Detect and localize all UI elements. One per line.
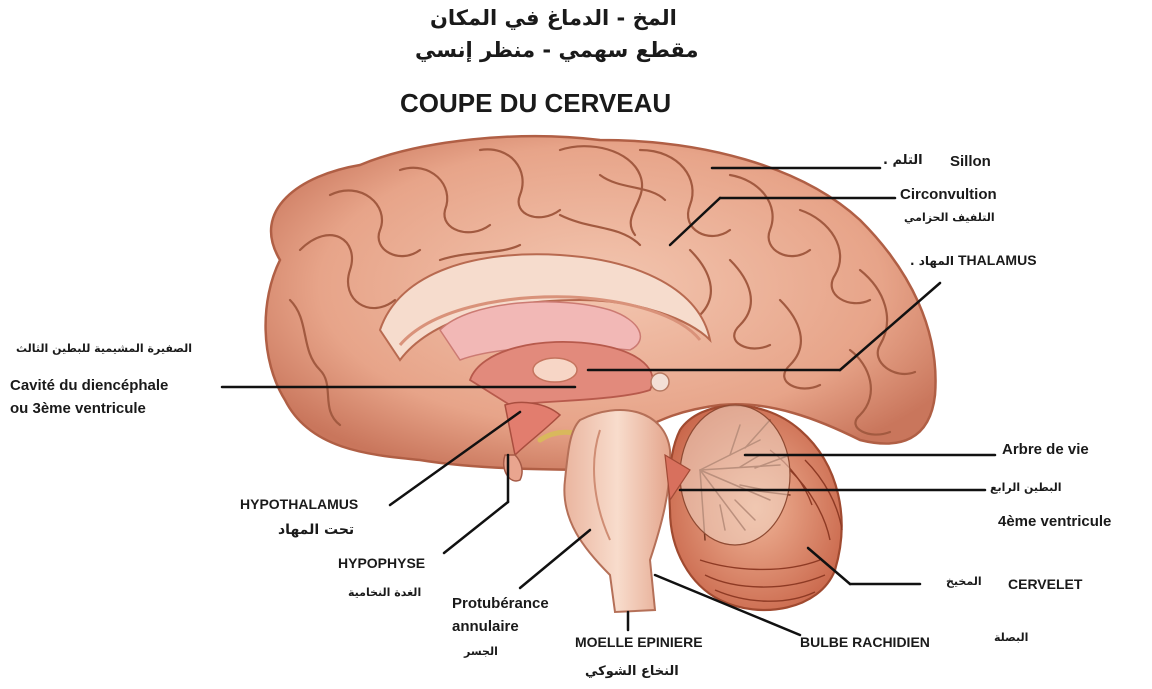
label-circonvolution: Circonvultion: [900, 186, 997, 203]
label-thalamus-arabic: المهاد .: [910, 254, 954, 268]
label-diencephale-line1: Cavité du diencéphale: [10, 377, 168, 394]
label-circonvolution-arabic: التلفيف الحزامي: [904, 211, 995, 224]
label-hypothalamus: HYPOTHALAMUS: [240, 496, 358, 512]
label-moelle-epiniere-arabic: النخاع الشوكي: [585, 664, 679, 679]
label-moelle-epiniere: MOELLE EPINIERE: [575, 634, 703, 650]
label-bulbe-rachidien-arabic: البصلة: [994, 631, 1028, 644]
label-cervelet: CERVELET: [1008, 576, 1082, 592]
label-protuberance-line2: annulaire: [452, 618, 519, 635]
label-thalamus: THALAMUS: [958, 252, 1037, 268]
label-sillon: Sillon: [950, 153, 991, 170]
label-cervelet-arabic: المخيخ: [946, 575, 982, 588]
label-bulbe-rachidien: BULBE RACHIDIEN: [800, 634, 930, 650]
label-4e-ventricule: 4ème ventricule: [998, 513, 1111, 530]
label-diencephale-arabic: الصفيرة المشيمية للبطين الثالث: [16, 342, 192, 355]
label-hypophyse: HYPOPHYSE: [338, 555, 425, 571]
label-hypothalamus-arabic: تحت المهاد: [278, 522, 354, 538]
label-4e-ventricule-arabic: البطين الرابع: [990, 481, 1061, 494]
brainstem: [564, 410, 670, 612]
label-protuberance-arabic: الجسر: [464, 645, 498, 658]
label-diencephale-line2: ou 3ème ventricule: [10, 400, 146, 417]
label-arbre-de-vie: Arbre de vie: [1002, 441, 1089, 458]
label-sillon-arabic: التلم .: [883, 153, 923, 168]
label-hypophyse-arabic: الغدة النخامية: [348, 586, 421, 599]
label-protuberance-line1: Protubérance: [452, 595, 549, 612]
